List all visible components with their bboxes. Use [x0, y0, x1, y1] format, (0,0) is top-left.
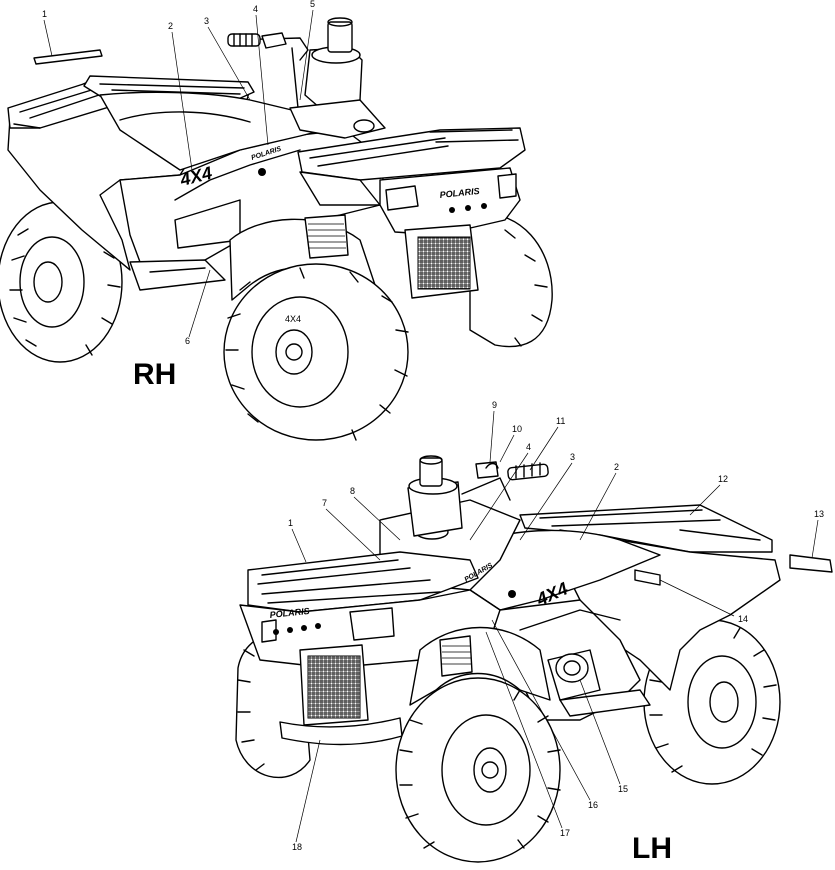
lh-callout-12: 12	[718, 474, 728, 484]
rh-callout-5: 5	[310, 0, 315, 9]
rh-callout-4: 4	[253, 4, 258, 14]
rh-callout-1: 1	[42, 9, 47, 19]
rh-callouts: 1 2 3 4 5 6	[42, 0, 315, 346]
lh-callout-2: 2	[614, 462, 619, 472]
lh-callout-15: 15	[618, 784, 628, 794]
rh-callout-2: 2	[168, 21, 173, 31]
lh-callout-10: 10	[512, 424, 522, 434]
lh-view: 4X4 POLARIS POLARIS 1 2 3 4 7 8 9	[235, 400, 833, 865]
lh-callout-18: 18	[292, 842, 302, 852]
lh-view-title: LH	[632, 832, 672, 865]
rh-atv-body	[7, 17, 526, 301]
rh-view-title: RH	[133, 358, 176, 391]
lh-callout-8: 8	[350, 486, 355, 496]
lh-front-tire	[395, 677, 561, 863]
lh-polaris-front-decal: POLARIS	[269, 606, 310, 620]
lh-callout-4: 4	[526, 442, 531, 452]
lh-callout-7: 7	[322, 498, 327, 508]
lh-callout-1: 1	[288, 518, 293, 528]
svg-text:4X4: 4X4	[285, 314, 301, 324]
lh-callout-11: 11	[556, 416, 565, 426]
rh-polaris-front-decal: POLARIS	[439, 186, 480, 200]
lh-callout-13: 13	[814, 509, 824, 519]
rh-rack-decal	[33, 49, 103, 65]
rh-callout-6: 6	[185, 336, 190, 346]
rh-front-tire: 4X4	[223, 263, 409, 441]
lh-far-front-tire	[235, 631, 311, 779]
lh-grip-decal	[485, 462, 499, 469]
lh-callout-16: 16	[588, 800, 598, 810]
lh-atv-body	[239, 455, 833, 746]
lh-callout-3: 3	[570, 452, 575, 462]
lh-callout-14: 14	[738, 614, 748, 624]
lh-callout-17: 17	[560, 828, 570, 838]
lh-callouts: 1 2 3 4 7 8 9 10 11 12 13 14 15	[288, 400, 824, 852]
lh-callout-9: 9	[492, 400, 497, 410]
rh-view: 4X4 4X4 POLARIS POLARIS 1 2 3 4 5 6	[0, 0, 553, 441]
rh-callout-3: 3	[204, 16, 209, 26]
lh-rear-tire	[643, 619, 781, 785]
rh-far-front-tire	[469, 212, 553, 348]
